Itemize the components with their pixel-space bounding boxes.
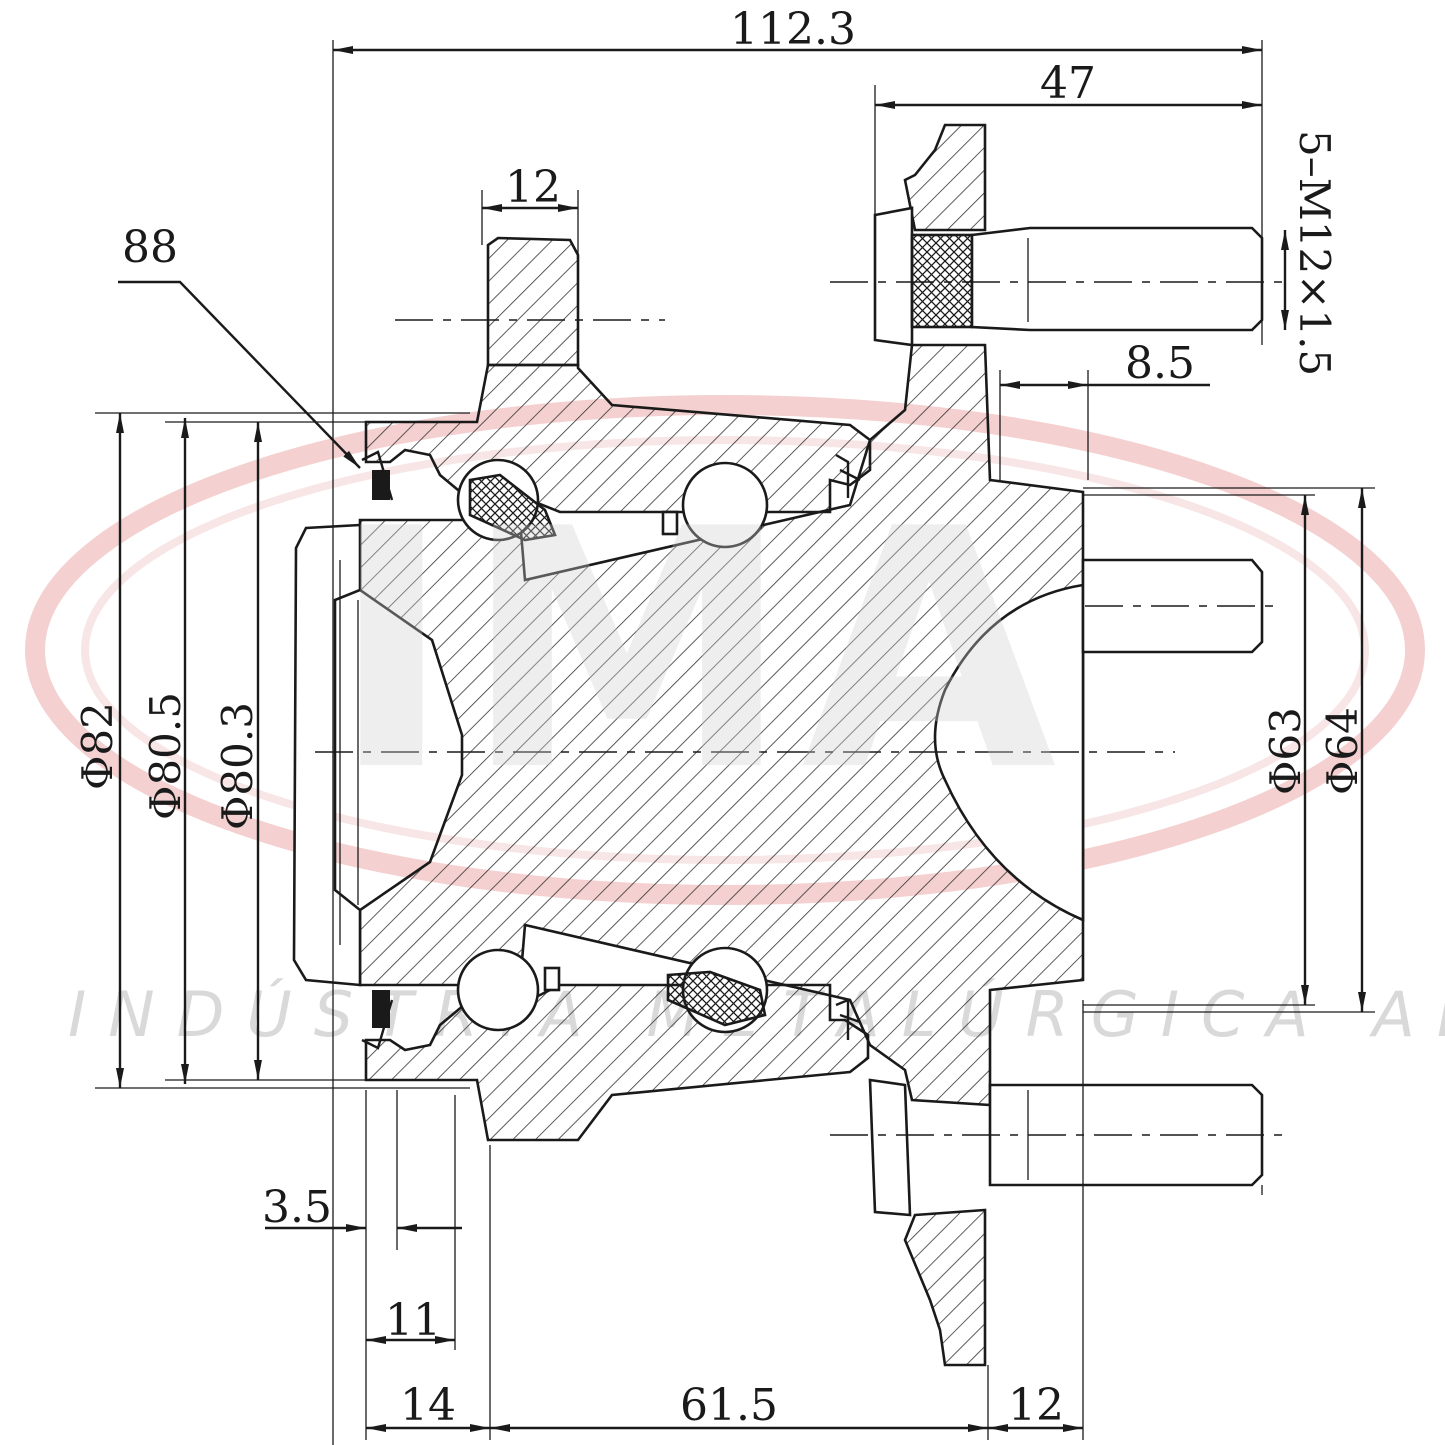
dim-front-width: 14 — [400, 1380, 456, 1431]
bearing-elements — [361, 450, 861, 1050]
hub-flange-body — [358, 343, 1085, 1107]
dim-stud-spec: 5–M12×1.5 — [1290, 130, 1339, 376]
dimension-labels: 112.3 47 12 88 8.5 5–M12×1.5 Φ82 Φ80.5 Φ… — [73, 4, 1367, 1431]
end-cap — [292, 523, 362, 987]
dim-diameter-63: Φ63 — [1261, 707, 1310, 795]
dim-diameter-64: Φ64 — [1318, 707, 1367, 795]
dim-inner-step: 11 — [385, 1295, 441, 1346]
ball-upper-right — [681, 461, 769, 549]
watermark-logo-text: IMA — [330, 459, 1067, 843]
dim-hub-length: 61.5 — [680, 1380, 778, 1431]
cage-upper — [468, 473, 557, 542]
cage-lower — [666, 970, 767, 1027]
wheel-studs — [868, 206, 1264, 1217]
dim-diameter-82: Φ82 — [73, 702, 122, 790]
dim-overall-length: 112.3 — [730, 4, 856, 55]
stud-top-shank — [970, 226, 1264, 332]
flange-ear-lower — [903, 1208, 987, 1367]
ball-lower-left — [456, 948, 540, 1032]
extension-lines — [95, 40, 1375, 1445]
stud-bottom-head — [868, 1078, 912, 1217]
stud-top-head — [873, 206, 914, 347]
flange-ear-upper — [903, 123, 987, 232]
dim-seal-width: 3.5 — [262, 1182, 332, 1233]
center-lines — [315, 281, 1290, 1136]
dimension-lines — [116, 46, 1366, 1432]
dim-boss-width: 12 — [505, 162, 561, 213]
knuckle-boss-upper — [486, 236, 580, 367]
dim-stud-offset: 8.5 — [1125, 338, 1195, 389]
dim-diameter-80-3: Φ80.3 — [213, 702, 262, 830]
dim-seal-ref: 88 — [122, 222, 178, 273]
dim-flange-to-end: 47 — [1040, 58, 1096, 109]
dim-flange-width: 12 — [1008, 1380, 1064, 1431]
stud-top-knurl — [910, 233, 974, 329]
seal-lower-left — [372, 990, 390, 1028]
dim-diameter-80-5: Φ80.5 — [141, 692, 190, 820]
